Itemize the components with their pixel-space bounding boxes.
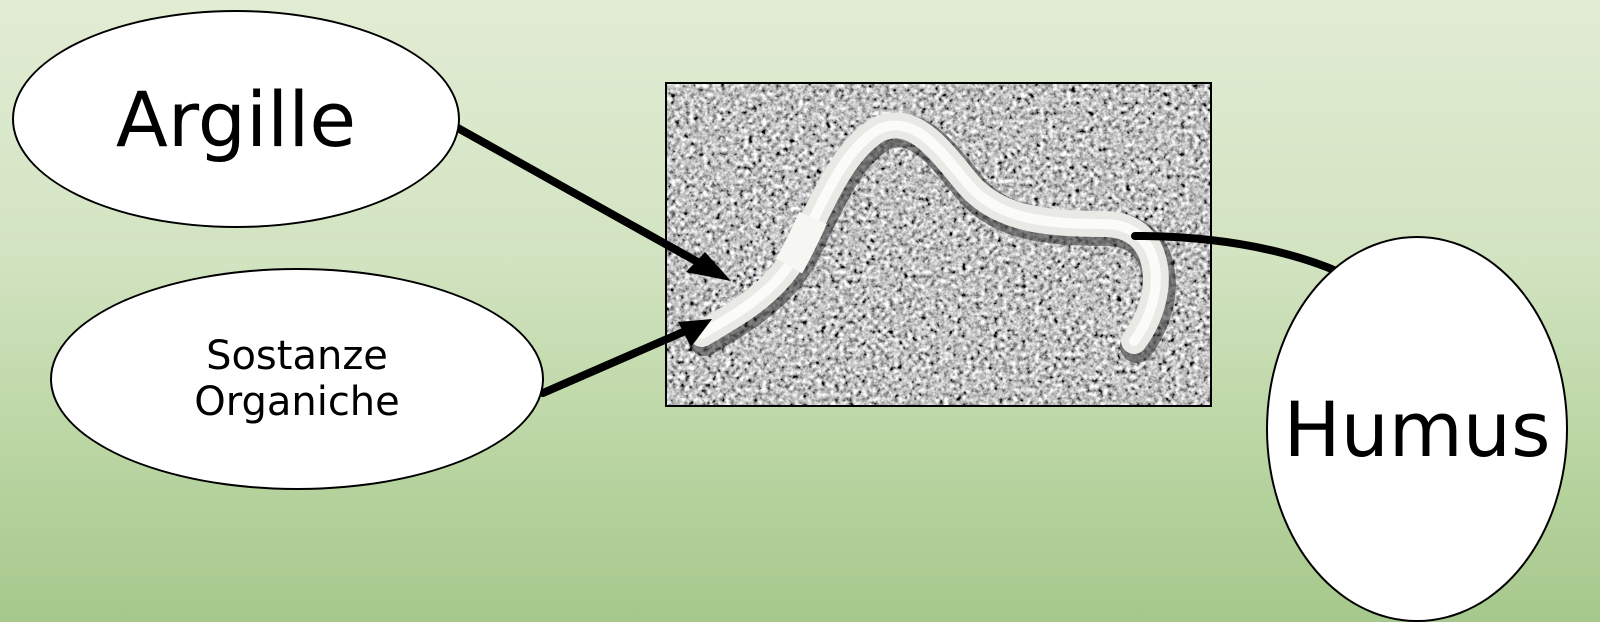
sostanze-label-line2: Organiche	[194, 379, 400, 425]
argille-node: Argille	[12, 10, 460, 228]
argille-label: Argille	[116, 75, 356, 164]
sostanze-organiche-node: Sostanze Organiche	[50, 268, 544, 490]
humus-label: Humus	[1283, 385, 1550, 474]
humus-node: Humus	[1266, 236, 1568, 622]
sostanze-label-line1: Sostanze	[206, 333, 388, 379]
earthworm-image	[667, 84, 1210, 405]
earthworm-photo	[665, 82, 1212, 407]
